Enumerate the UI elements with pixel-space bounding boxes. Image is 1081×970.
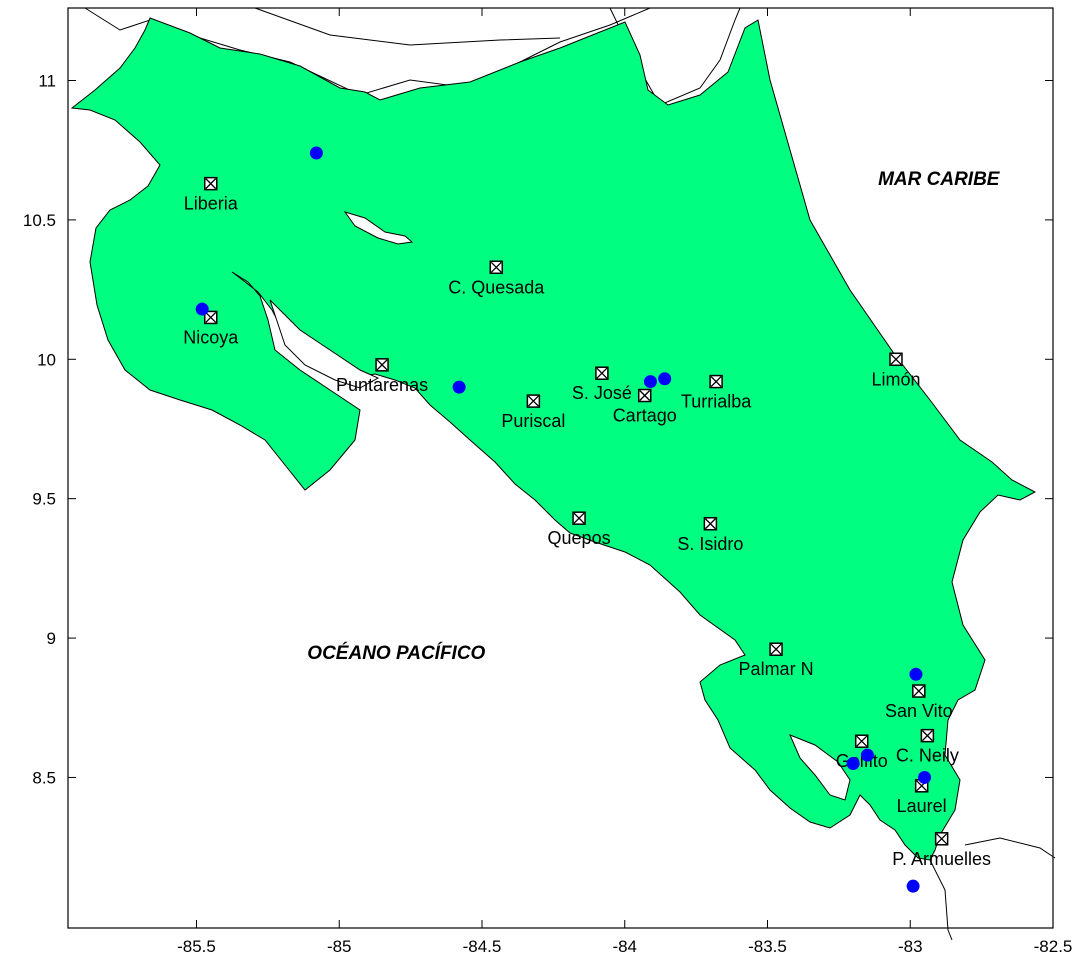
y-tick-label: 11	[38, 71, 56, 90]
city-cross-icon	[710, 376, 722, 388]
city-label: S. José	[572, 383, 632, 403]
panama-border-line	[964, 837, 1056, 859]
nicaragua-coast-line	[254, 7, 561, 46]
city-label: San Vito	[885, 701, 953, 721]
city-cross-icon	[639, 390, 651, 401]
city-cross-icon	[527, 395, 539, 407]
map-frame	[67, 7, 1054, 929]
city-cross-icon	[376, 359, 388, 371]
city-cross-icon	[490, 261, 502, 273]
city-marker: Liberia	[184, 176, 239, 214]
city-label: Puriscal	[501, 411, 565, 431]
golfo-nicoya-water	[269, 299, 380, 389]
city-marker: Palmar N	[739, 642, 814, 679]
station-dot	[643, 375, 657, 389]
city-marker: Turrialba	[681, 374, 752, 412]
y-tick-label: 10.5	[23, 211, 56, 230]
station-dot	[846, 757, 860, 771]
station-dot	[918, 770, 932, 784]
city-label: Cartago	[613, 406, 677, 426]
x-tick-label: -82.5	[1034, 937, 1073, 956]
sea-label-pacifico: OCÉANO PACÍFICO	[307, 642, 485, 664]
station-dot	[658, 372, 672, 386]
golfo-dulce-water	[789, 734, 851, 801]
city-marker: Nicoya	[183, 310, 239, 347]
city-marker: P. Armuelles	[892, 832, 991, 869]
panama-coast-line	[929, 859, 953, 941]
city-cross-icon	[921, 730, 933, 742]
station-dot	[860, 748, 874, 762]
city-marker: C. Quesada	[448, 260, 545, 297]
x-tick-label: -85	[327, 937, 352, 956]
city-cross-icon	[770, 643, 782, 655]
costa-rica-land	[70, 17, 1037, 861]
city-marker: C. Neily	[896, 728, 959, 766]
city-label: Liberia	[184, 194, 239, 214]
lake-arenal	[343, 211, 414, 245]
city-label: Nicoya	[183, 327, 239, 347]
city-cross-icon	[913, 685, 925, 697]
x-tick-label: -83	[898, 937, 923, 956]
y-tick-label: 9.5	[32, 490, 56, 509]
station-dot	[309, 146, 323, 160]
x-tick-label: -84	[612, 937, 637, 956]
city-cross-icon	[704, 518, 716, 530]
y-tick-label: 8.5	[32, 768, 56, 787]
city-cross-icon	[573, 512, 585, 524]
city-label: C. Neily	[896, 746, 959, 766]
city-marker: San Vito	[885, 684, 953, 721]
city-cross-icon	[936, 833, 948, 845]
city-label: Palmar N	[739, 659, 814, 679]
x-axis-tick-labels: -85.5 -85 -84.5 -84 -83.5 -83 -82.5	[177, 937, 1072, 956]
axis-ticks	[68, 8, 1054, 928]
x-tick-label: -83.5	[748, 937, 787, 956]
city-cross-icon	[856, 735, 868, 747]
y-tick-label: 10	[37, 350, 56, 369]
station-markers	[195, 146, 932, 893]
city-label: Puntarenas	[336, 375, 428, 395]
city-cross-icon	[890, 353, 902, 365]
city-marker: Puriscal	[501, 394, 565, 431]
station-dot	[452, 380, 466, 394]
station-dot	[909, 667, 923, 681]
city-label: Quepos	[548, 528, 611, 548]
y-axis-tick-labels: 11 10.5 10 9.5 9 8.5	[23, 71, 56, 787]
sea-label-caribe: MAR CARIBE	[878, 169, 1001, 190]
x-tick-label: -85.5	[177, 937, 216, 956]
city-cross-icon	[205, 178, 217, 190]
city-label: C. Quesada	[448, 277, 545, 297]
city-label: S. Isidro	[677, 534, 743, 554]
city-cross-icon	[205, 311, 217, 323]
city-label: Laurel	[897, 796, 947, 816]
city-label: P. Armuelles	[892, 849, 991, 869]
city-label: Turrialba	[681, 392, 752, 412]
city-marker: Cartago	[613, 388, 677, 426]
city-marker: S. José	[572, 366, 632, 403]
city-marker: Limón	[871, 352, 920, 389]
city-cross-icon	[596, 367, 608, 379]
city-marker: Puntarenas	[336, 358, 428, 395]
city-marker: Quepos	[548, 511, 611, 548]
x-tick-label: -84.5	[463, 937, 502, 956]
city-marker: S. Isidro	[677, 517, 743, 554]
station-dot	[195, 302, 209, 316]
station-dot	[906, 879, 920, 893]
city-label: Limón	[871, 369, 920, 389]
y-tick-label: 9	[47, 629, 56, 648]
